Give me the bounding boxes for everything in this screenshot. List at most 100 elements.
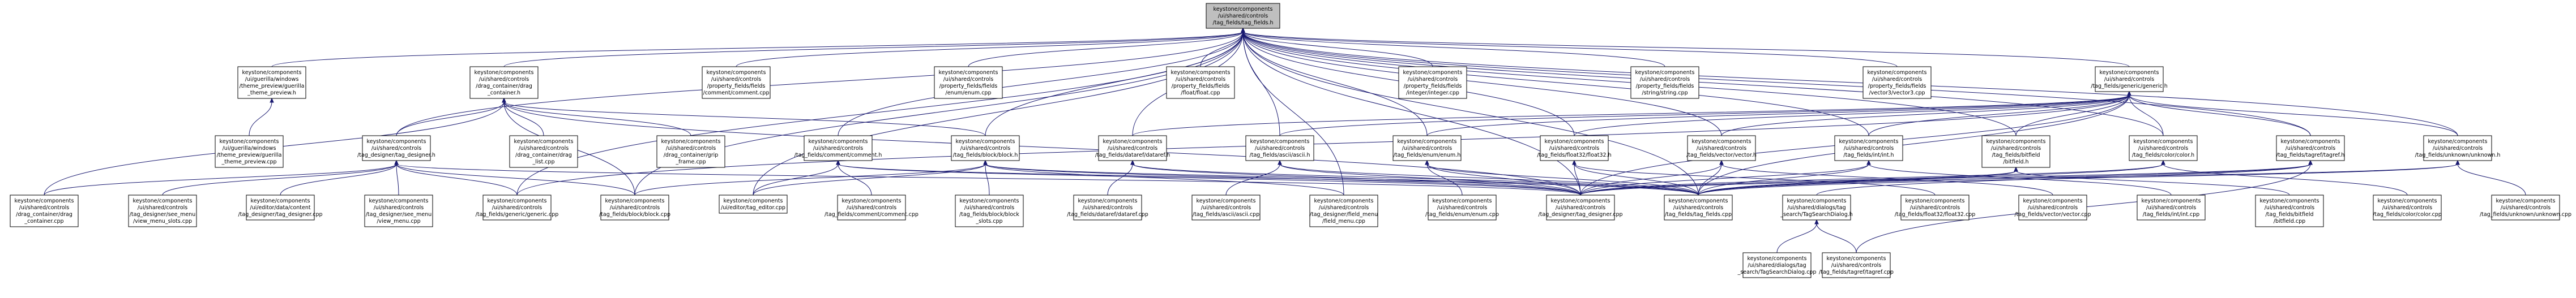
edge-arrowhead xyxy=(1425,159,1429,165)
graph-node-comment-cpp[interactable]: keystone/components/ui/shared/controls/t… xyxy=(825,195,919,221)
graph-node-generic-h[interactable]: keystone/components/ui/shared/controls/t… xyxy=(2091,66,2168,92)
node-label-line: /ui/shared/controls xyxy=(847,205,897,211)
graph-node-unknown-cpp[interactable]: keystone/components/ui/shared/controls/t… xyxy=(2480,195,2571,221)
edge-line xyxy=(1132,94,2130,136)
node-label-line: /ui/shared/controls xyxy=(1437,205,1488,211)
node-label-line: /tag_fields/vector/vector.h xyxy=(1686,152,1757,158)
edge-line xyxy=(1279,163,1699,196)
graph-node-drag-list-cpp[interactable]: keystone/components/ui/shared/controls/d… xyxy=(509,135,578,168)
graph-node-theme-preview-cpp[interactable]: keystone/components/ui/guerilla/windows/… xyxy=(215,135,284,168)
edge-line xyxy=(838,163,1581,196)
graph-node-tag-designer-cpp[interactable]: keystone/components/ui/shared/controls/t… xyxy=(1538,195,1623,221)
node-label-line: /ui/shared/controls xyxy=(479,76,529,83)
node-label-line: /ui/shared/controls xyxy=(1844,145,1894,152)
node-label-line: /ui/shared/controls xyxy=(813,145,864,152)
graph-node-tag-fields-cpp[interactable]: keystone/components/ui/shared/controls/t… xyxy=(1664,195,1733,221)
graph-node-view-menu-slots-cpp[interactable]: keystone/components/ui/shared/controls/t… xyxy=(128,195,197,227)
node-label-line: /drag_container/drag xyxy=(476,83,532,89)
node-label-line: keystone/components xyxy=(1197,198,1256,204)
edge-line xyxy=(1868,94,2130,136)
graph-node-color-h[interactable]: keystone/components/ui/shared/controls/t… xyxy=(2129,135,2198,161)
node-label-line: /ui/guerilla/windows xyxy=(223,145,276,152)
node-box xyxy=(1398,66,1467,99)
graph-node-float-cpp-direct[interactable]: keystone/components/ui/shared/controls/p… xyxy=(1166,66,1235,99)
graph-node-view-menu-cpp[interactable]: keystone/components/ui/shared/controls/t… xyxy=(364,195,433,227)
graph-node-enum-cpp-direct[interactable]: keystone/components/ui/shared/controls/p… xyxy=(934,66,1003,99)
node-label-line: /tag_fields/unknown/unknown.h xyxy=(2415,152,2501,158)
graph-node-theme-preview-h[interactable]: keystone/components/ui/guerilla/windows/… xyxy=(237,66,306,99)
graph-node-bitfield-h[interactable]: keystone/components/ui/shared/controls/t… xyxy=(1981,135,2050,168)
graph-node-tag-editor-cpp[interactable]: keystone/components/ui/editor/tag_editor… xyxy=(719,195,788,214)
edge-line xyxy=(736,31,1244,67)
graph-node-unknown-h[interactable]: keystone/components/ui/shared/controls/t… xyxy=(2415,135,2501,161)
graph-node-dataref-cpp[interactable]: keystone/components/ui/shared/controls/t… xyxy=(1067,195,1148,221)
edge-line xyxy=(838,163,872,196)
graph-node-integer-cpp-direct[interactable]: keystone/components/ui/shared/controls/p… xyxy=(1398,66,1467,99)
graph-node-vector-cpp[interactable]: keystone/components/ui/shared/controls/t… xyxy=(2014,195,2091,221)
node-box xyxy=(1742,252,1812,278)
graph-node-string-cpp-direct[interactable]: keystone/components/ui/shared/controls/p… xyxy=(1630,66,1699,99)
node-label-line: /tag_fields/enum/enum.cpp xyxy=(1425,211,1499,218)
node-label-line: /enum/enum.cpp xyxy=(946,90,992,96)
edge-arrowhead xyxy=(2161,159,2165,165)
edge-line xyxy=(985,163,1344,196)
node-box xyxy=(1309,195,1378,227)
node-label-line: /ui/shared/controls xyxy=(1831,262,1882,269)
node-label-line: _slots.cpp xyxy=(975,218,1002,224)
node-label-line: keystone/components xyxy=(133,198,193,204)
graph-node-int-cpp[interactable]: keystone/components/ui/shared/controls/t… xyxy=(2137,195,2206,221)
graph-node-drag-container-h[interactable]: keystone/components/ui/shared/controls/d… xyxy=(469,66,539,99)
graph-node-tag-designer-cpp-left[interactable]: keystone/components/ui/editor/data/conte… xyxy=(238,195,323,221)
graph-node-ascii-cpp[interactable]: keystone/components/ui/shared/controls/t… xyxy=(1191,195,1261,221)
graph-node-block-cpp[interactable]: keystone/components/ui/shared/controls/t… xyxy=(599,195,670,221)
graph-node-dataref-h[interactable]: keystone/components/ui/shared/controls/t… xyxy=(1095,135,1170,161)
graph-node-comment-h[interactable]: keystone/components/ui/shared/controls/t… xyxy=(794,135,882,161)
node-box xyxy=(934,66,1003,99)
graph-node-vector3-cpp-direct[interactable]: keystone/components/ui/shared/controls/p… xyxy=(1862,66,1932,99)
node-label-line: keystone/components xyxy=(1669,198,1728,204)
edge-generic_h-to-tag_fields_cpp xyxy=(1698,90,2131,196)
edge-arrowhead xyxy=(2014,166,2018,172)
node-label-line: keystone/components xyxy=(1987,139,2046,145)
edge-dataref_h-to-tag_fields_cpp xyxy=(1130,159,1699,196)
node-label-line: /tag_designer/tag_designer.h xyxy=(357,152,435,158)
graph-node-tagref-h[interactable]: keystone/components/ui/shared/controls/t… xyxy=(2276,135,2345,161)
node-box xyxy=(2373,195,2442,221)
graph-node-float32-h[interactable]: keystone/components/ui/shared/controls/t… xyxy=(1537,135,1612,161)
graph-node-color-cpp[interactable]: keystone/components/ui/shared/controls/t… xyxy=(2373,195,2442,221)
graph-node-bitfield-cpp[interactable]: keystone/components/ui/shared/controls/t… xyxy=(2255,195,2324,227)
edge-line xyxy=(1698,163,2311,196)
graph-node-tagref-cpp[interactable]: keystone/components/ui/shared/controls/t… xyxy=(1819,252,1894,278)
graph-node-root[interactable]: keystone/components/ui/shared/controls/t… xyxy=(1206,3,1280,29)
graph-node-drag-container-cpp[interactable]: keystone/components/ui/shared/controls/d… xyxy=(10,195,79,227)
graph-node-int-h[interactable]: keystone/components/ui/shared/controls/t… xyxy=(1834,135,1903,161)
graph-node-block-slots-cpp[interactable]: keystone/components/ui/shared/controls/t… xyxy=(955,195,1024,227)
graph-node-ascii-h[interactable]: keystone/components/ui/shared/controls/t… xyxy=(1245,135,1314,161)
graph-node-tag-designer-h[interactable]: keystone/components/ui/shared/controls/t… xyxy=(357,135,435,161)
node-label-line: /ui/shared/controls xyxy=(1319,205,1369,211)
edge-int_h-to-tag_fields_cpp xyxy=(1698,159,1871,196)
graph-node-enum-h[interactable]: keystone/components/ui/shared/controls/t… xyxy=(1392,135,1462,161)
edge-drag_container_h-to-tag_designer_h xyxy=(396,97,506,136)
node-label-line: /ui/shared/controls xyxy=(2138,145,2189,152)
graph-node-comment-cpp-direct[interactable]: keystone/components/ui/shared/controls/p… xyxy=(702,66,771,99)
node-label-line: /tag_fields/ascii/ascii.h xyxy=(1250,152,1310,158)
node-label-line: keystone/components xyxy=(707,70,766,76)
graph-node-generic-cpp[interactable]: keystone/components/ui/shared/controls/t… xyxy=(476,195,559,221)
node-box xyxy=(1206,3,1280,29)
edge-line xyxy=(516,94,2130,196)
node-label-line: keystone/components xyxy=(15,198,74,204)
graph-node-vector-h[interactable]: keystone/components/ui/shared/controls/t… xyxy=(1686,135,1757,161)
node-label-line: _theme_preview.h xyxy=(247,90,296,96)
node-label-line: /tag_designer/tag_designer.cpp xyxy=(238,211,322,218)
graph-node-grip-frame-cpp[interactable]: keystone/components/ui/shared/controls/d… xyxy=(656,135,725,168)
graph-node-enum-cpp[interactable]: keystone/components/ui/shared/controls/t… xyxy=(1425,195,1499,221)
node-label-line: /ui/editor/data/content xyxy=(250,205,310,211)
edge-root-to-generic_cpp xyxy=(516,27,1245,196)
graph-node-field-menu-cpp[interactable]: keystone/components/ui/shared/controls/t… xyxy=(1309,195,1378,227)
graph-node-tag-search-dialog-cpp[interactable]: keystone/components/ui/shared/dialogs/ta… xyxy=(1737,252,1817,278)
graph-node-float32-cpp[interactable]: keystone/components/ui/shared/controls/t… xyxy=(1895,195,1976,221)
graph-node-tag-search-dialog-h[interactable]: keystone/components/ui/shared/dialogs/ta… xyxy=(1780,195,1853,221)
graph-node-block-h[interactable]: keystone/components/ui/shared/controls/t… xyxy=(951,135,1020,161)
node-label-line: keystone/components xyxy=(2023,198,2083,204)
